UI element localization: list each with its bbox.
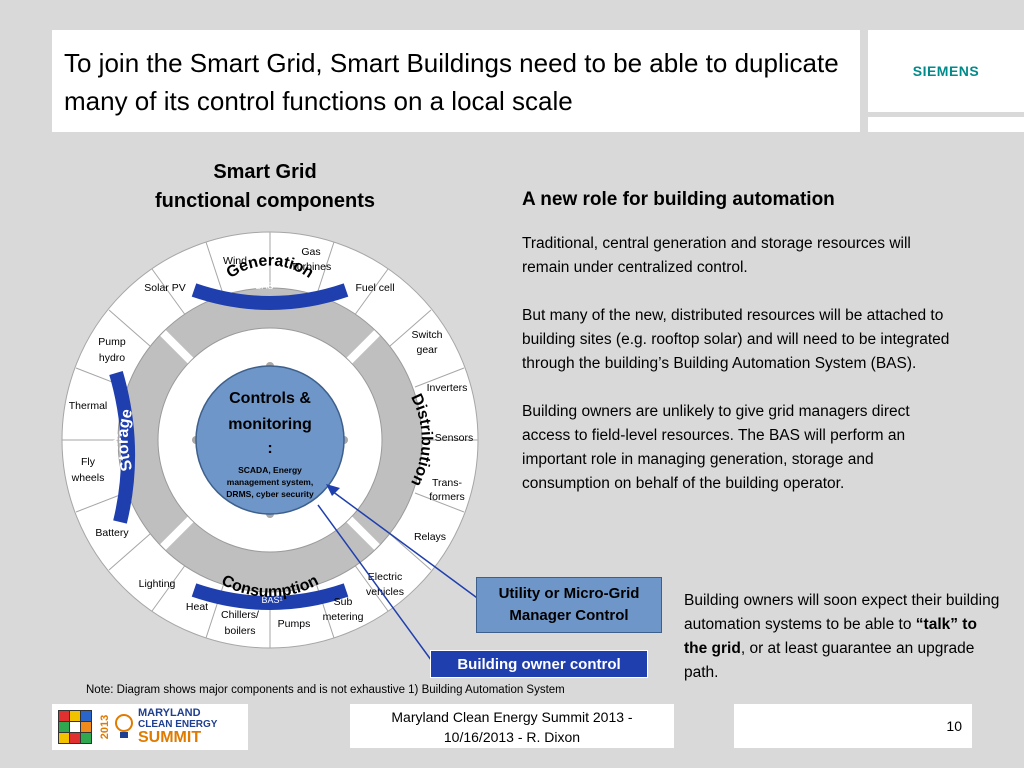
summit-year-badge: 2013 <box>99 715 111 739</box>
label-battery: Battery <box>95 527 129 539</box>
utility-manager-box: Utility or Micro-Grid Manager Control <box>476 577 662 633</box>
bas-label-storage: BAS¹ <box>110 429 120 450</box>
ring-label-storage-text: Storage <box>115 407 137 473</box>
rubiks-cube-icon <box>58 710 92 744</box>
label-chillers-2: boilers <box>225 625 256 637</box>
outer-labels: Wind Gas Turbines Fuel cell Solar PV Swi… <box>69 246 474 637</box>
paragraph-3: Building owners are unlikely to give gri… <box>522 403 910 492</box>
summit-line-1: MARYLAND <box>138 707 201 719</box>
page-number: 10 <box>946 718 962 734</box>
diagram-heading-line1: Smart Grid <box>213 161 317 183</box>
label-inverters: Inverters <box>427 382 468 394</box>
arrow-head <box>326 484 340 496</box>
diagram-heading-line2: functional components <box>155 190 375 212</box>
label-pump-2: hydro <box>99 352 125 364</box>
siemens-logo: SIEMENS <box>868 30 1024 112</box>
outer-dividers <box>62 232 478 648</box>
paragraph-1: Traditional, central generation and stor… <box>522 235 911 276</box>
center-sub-1: SCADA, Energy <box>238 465 302 475</box>
bas-label-consumption: BAS¹ <box>261 595 282 605</box>
summit-text: MARYLAND CLEAN ENERGY SUMMIT <box>138 708 217 746</box>
footer-event-line2: 10/16/2013 - R. Dixon <box>443 729 581 745</box>
label-chillers-1: Chillers/ <box>221 609 259 621</box>
label-gas-2: Turbines <box>291 261 331 273</box>
page-number-box: 10 <box>734 704 972 748</box>
center-sub-3: DRMS, cyber security <box>226 489 314 499</box>
connectors <box>317 490 485 665</box>
bas-label-generation: BAS¹ <box>255 281 276 291</box>
label-gas-1: Gas <box>301 246 320 258</box>
summit-line-3: SUMMIT <box>138 729 202 746</box>
center-text: Controls & monitoring : SCADA, Energy ma… <box>226 390 314 499</box>
label-thermal: Thermal <box>69 400 108 412</box>
label-sensors: Sensors <box>435 432 474 444</box>
label-trans-2: formers <box>429 491 465 503</box>
label-relays: Relays <box>414 531 446 543</box>
summit-logo: 2013 MARYLAND CLEAN ENERGY SUMMIT <box>52 704 248 750</box>
slide-title: To join the Smart Grid, Smart Buildings … <box>52 30 860 132</box>
label-switch-1: Switch <box>412 329 443 341</box>
paragraph-4: Building owners will soon expect their b… <box>684 589 1004 685</box>
label-trans-1: Trans- <box>432 477 462 489</box>
label-fuel-cell: Fuel cell <box>355 282 394 294</box>
ring-label-storage: Storage <box>115 407 137 473</box>
paragraph-4-after: , or at least guarantee an upgrade path. <box>684 640 975 681</box>
center-sub-2: management system, <box>227 477 313 487</box>
center-circle <box>195 365 345 515</box>
label-pump-1: Pump <box>98 336 126 348</box>
label-wind: Wind <box>223 255 247 267</box>
right-column: A new role for building automation Tradi… <box>522 186 962 520</box>
right-heading: A new role for building automation <box>522 189 835 210</box>
center-title-1: Controls & <box>229 390 311 407</box>
summit-bulb-icon <box>115 714 133 738</box>
label-lighting: Lighting <box>139 578 176 590</box>
label-fly-2: wheels <box>71 472 105 484</box>
center-title-2: monitoring <box>228 416 312 433</box>
label-ev-2: vehicles <box>366 586 404 598</box>
summit-line-2: CLEAN ENERGY <box>138 719 218 730</box>
label-switch-2: gear <box>416 344 438 356</box>
diagram-heading: Smart Grid functional components <box>120 158 410 216</box>
label-fly-1: Fly <box>81 456 96 468</box>
footer-event: Maryland Clean Energy Summit 2013 - 10/1… <box>350 704 674 748</box>
paragraph-4-before: Building owners will soon expect their b… <box>684 592 1000 633</box>
bas-band-generation <box>191 283 349 310</box>
building-owner-box: Building owner control <box>430 650 648 678</box>
label-sub-2: metering <box>323 611 364 623</box>
summit-year: 2013 <box>99 715 111 739</box>
center-title-3: : <box>267 440 272 457</box>
footnote: Note: Diagram shows major components and… <box>86 684 565 696</box>
bas-band-storage <box>109 371 136 524</box>
label-sub-1: Sub <box>334 596 353 608</box>
label-pumps: Pumps <box>278 618 311 630</box>
paragraph-2: But many of the new, distributed resourc… <box>522 307 950 372</box>
label-ev-1: Electric <box>368 571 402 583</box>
logo-text: SIEMENS <box>912 63 980 79</box>
bas-band-consumption <box>191 583 349 610</box>
paragraph-4-bold: “talk” to the grid <box>684 616 977 657</box>
footer-event-line1: Maryland Clean Energy Summit 2013 - <box>391 709 633 725</box>
logo-strip <box>868 117 1024 132</box>
label-heat: Heat <box>186 601 208 613</box>
label-solar-pv: Solar PV <box>144 282 185 294</box>
